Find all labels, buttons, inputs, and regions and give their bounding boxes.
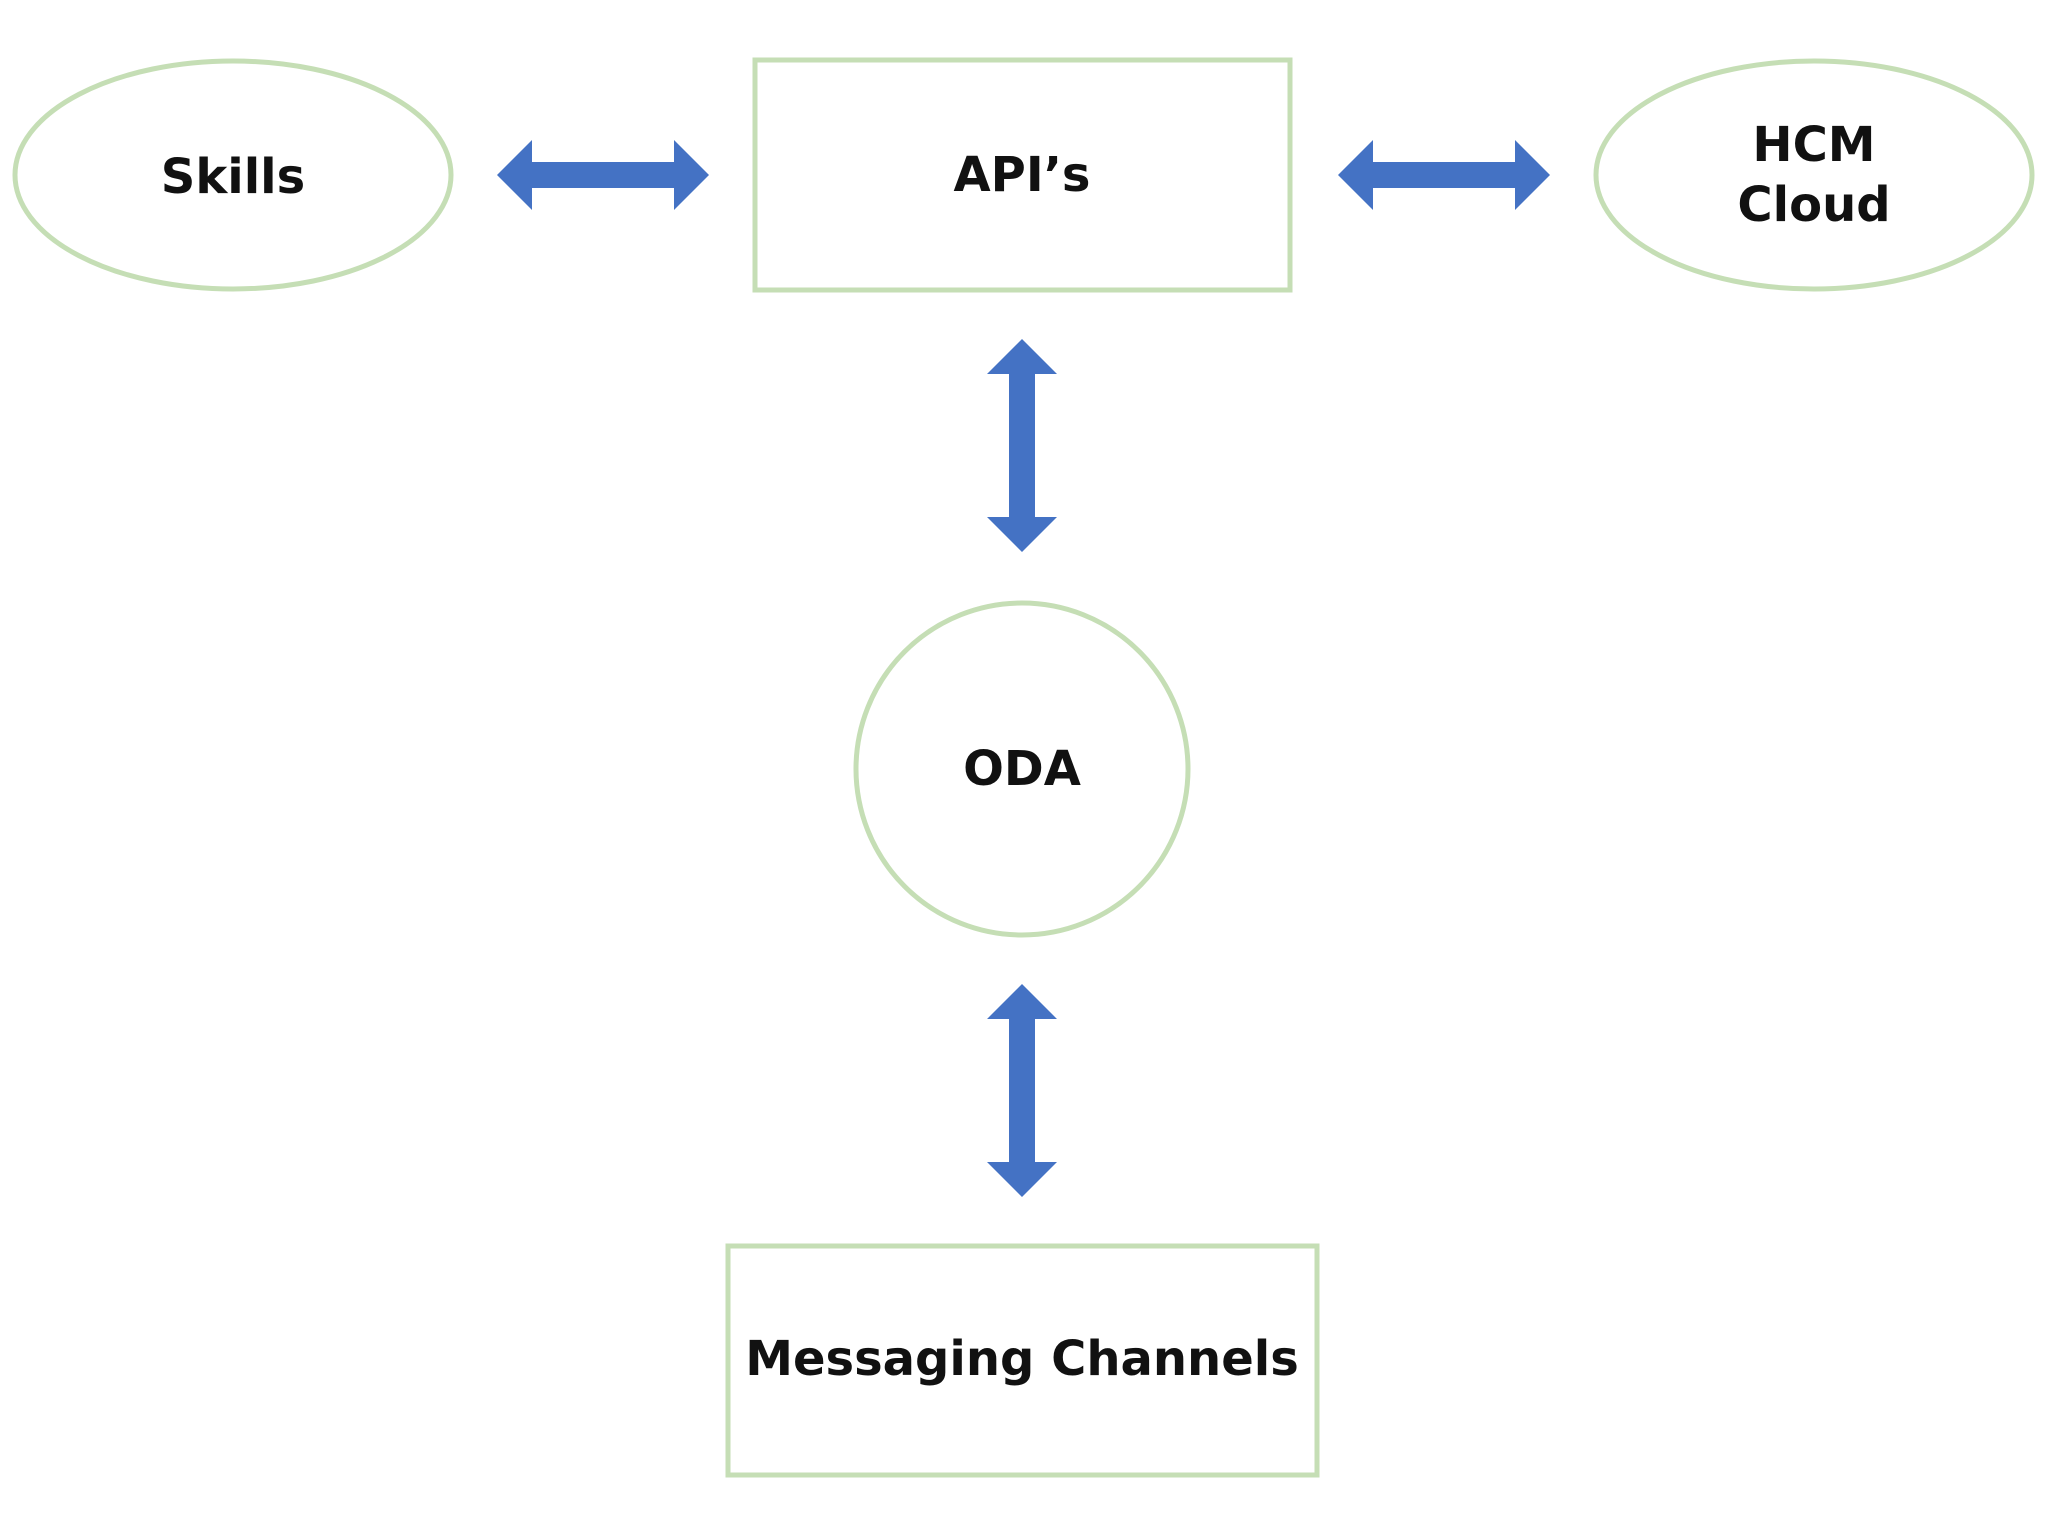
messaging-channels-rectangle	[725, 1243, 1320, 1478]
hcm-cloud-label-line1: HCM	[1752, 117, 1875, 173]
apis-label: API’s	[954, 147, 1091, 203]
apis-hcm-cloud-arrow	[1338, 140, 1550, 210]
skills-node: Skills	[12, 58, 454, 292]
messaging-channels-node: Messaging Channels	[725, 1243, 1320, 1478]
hcm-cloud-label-line2: Cloud	[1737, 177, 1890, 233]
hcm-cloud-node: HCM Cloud	[1593, 58, 2035, 292]
oda-node: ODA	[853, 600, 1191, 938]
oda-messaging-channels-arrow	[987, 984, 1057, 1197]
apis-node: API’s	[752, 57, 1293, 293]
apis-oda-arrow	[987, 339, 1057, 552]
messaging-channels-label: Messaging Channels	[745, 1331, 1299, 1387]
skills-apis-arrow	[497, 140, 709, 210]
apis-rectangle	[752, 57, 1293, 293]
skills-ellipse	[12, 58, 454, 292]
skills-label: Skills	[161, 149, 305, 205]
oda-label: ODA	[963, 741, 1081, 797]
oda-circle	[853, 600, 1191, 938]
hcm-cloud-ellipse	[1593, 58, 2035, 292]
